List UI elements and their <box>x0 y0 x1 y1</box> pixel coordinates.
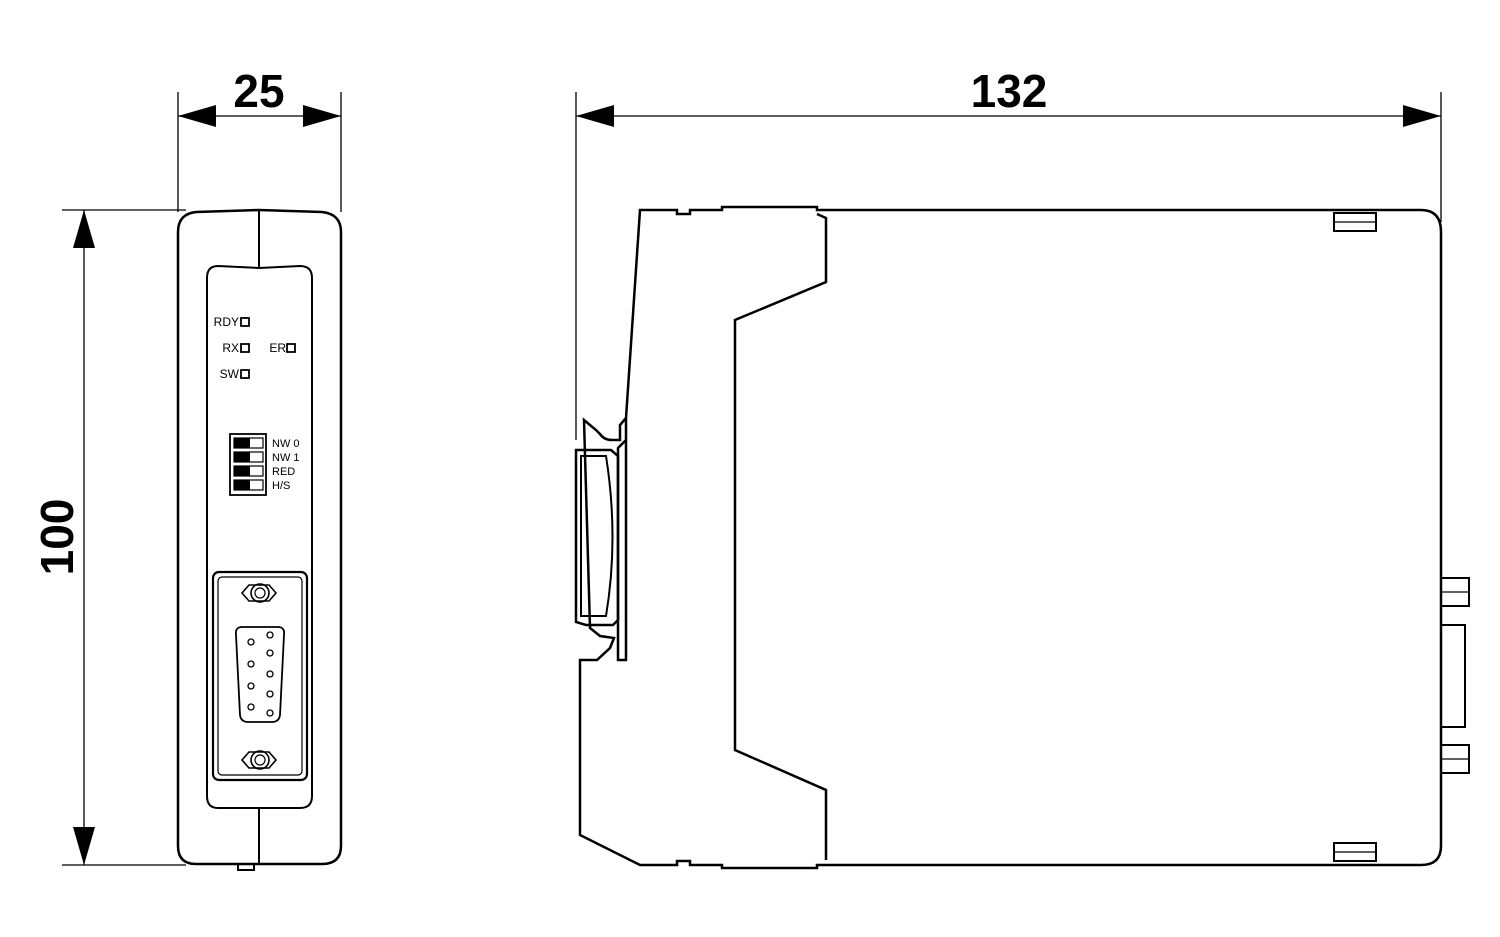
dsub-shell <box>234 626 286 723</box>
dip-switch-red: RED <box>233 465 295 478</box>
side-view <box>574 205 1470 870</box>
arrowhead-left <box>576 105 614 127</box>
side-inner-step-profile <box>733 212 828 860</box>
arrowhead-left <box>178 105 216 127</box>
dimension-side-width: 132 <box>575 65 1442 440</box>
led-rx-indicator <box>240 343 250 353</box>
dip-switch-nw0: NW 0 <box>233 437 300 450</box>
dip-switch-lever <box>234 438 250 448</box>
dip-switch-label: NW 1 <box>272 452 300 464</box>
dip-switch-label: NW 0 <box>272 438 300 450</box>
led-er-label: ER <box>269 341 286 355</box>
led-rx: RX <box>222 341 250 355</box>
led-rdy-label: RDY <box>214 315 239 329</box>
dimension-label-132: 132 <box>971 65 1048 117</box>
led-rx-label: RX <box>222 341 239 355</box>
front-foot <box>237 863 255 871</box>
dsub-outer-frame <box>211 570 309 782</box>
dsub-inner-frame <box>217 576 303 776</box>
screw-top-icon <box>240 583 278 603</box>
dimension-height: 100 <box>31 209 186 866</box>
arrowhead-right <box>303 105 341 127</box>
dip-switch-lever <box>234 466 250 476</box>
led-er: ER <box>269 341 296 355</box>
screw-bottom-icon <box>240 750 278 770</box>
led-er-indicator <box>286 343 296 353</box>
dip-switch-hs: H/S <box>233 479 290 492</box>
dimension-front-width: 25 <box>177 65 342 212</box>
dsub-connector <box>211 570 309 782</box>
arrowhead-bottom <box>73 827 95 865</box>
led-rdy: RDY <box>214 315 250 329</box>
side-connector-profile <box>1440 577 1470 774</box>
din-rail-profile <box>574 448 620 627</box>
dip-switch-label: RED <box>272 466 295 478</box>
front-view: RDY RX ER SW NW 0 NW 1 <box>176 208 343 871</box>
dip-switch-housing <box>229 433 267 496</box>
connector-shell <box>1440 624 1466 728</box>
dip-switch-lever <box>234 480 250 490</box>
dimension-label-25: 25 <box>233 65 284 117</box>
led-rdy-indicator <box>240 317 250 327</box>
dip-switch-label: H/S <box>272 480 290 492</box>
dip-switch-nw1: NW 1 <box>233 451 300 464</box>
side-housing-outline <box>578 205 1443 870</box>
din-rail-inner <box>580 455 614 617</box>
led-sw: SW <box>220 367 250 381</box>
dimension-label-100: 100 <box>31 499 83 576</box>
dip-switch-lever <box>234 452 250 462</box>
led-sw-indicator <box>240 369 250 379</box>
dip-switch-block: NW 0 NW 1 RED H/S <box>229 433 300 496</box>
din-clip-front-edge <box>616 418 628 662</box>
front-housing-outline <box>176 208 343 866</box>
dsub-pins <box>247 631 274 717</box>
arrowhead-right <box>1403 105 1441 127</box>
front-panel <box>206 264 313 809</box>
arrowhead-top <box>73 210 95 248</box>
led-sw-label: SW <box>220 367 240 381</box>
